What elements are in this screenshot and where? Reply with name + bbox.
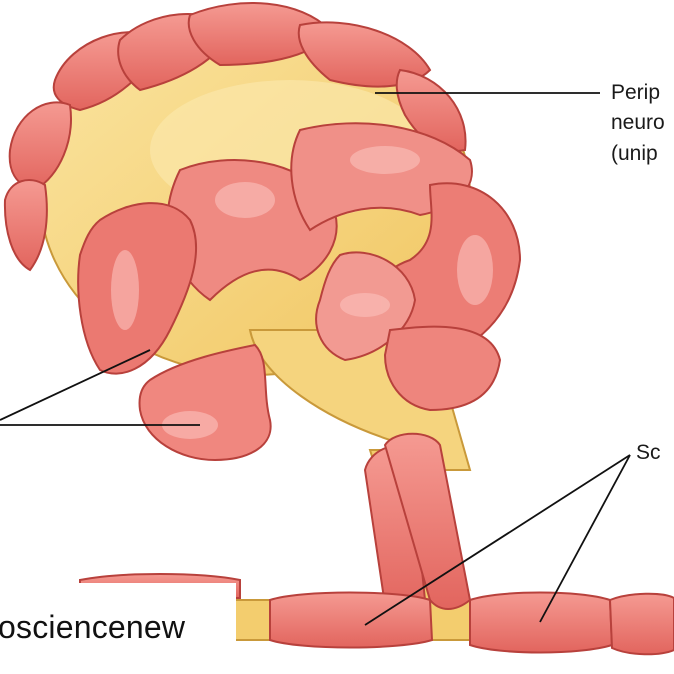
label-schwann: Sc [636,441,661,464]
leader-line-schwann-a [364,454,631,626]
watermark-text: osciencenew [0,609,186,645]
label-peripheral-line2: neuro [611,111,665,134]
leader-line-schwann-b [539,454,631,623]
leader-lines [0,92,631,626]
watermark-box: osciencenew [0,583,236,674]
satellite-cells-back-ring [3,2,467,272]
label-peripheral-line1: Perip [611,81,661,104]
label-peripheral-line3: (unip [611,142,658,165]
leader-line-satellite-a [0,349,151,421]
